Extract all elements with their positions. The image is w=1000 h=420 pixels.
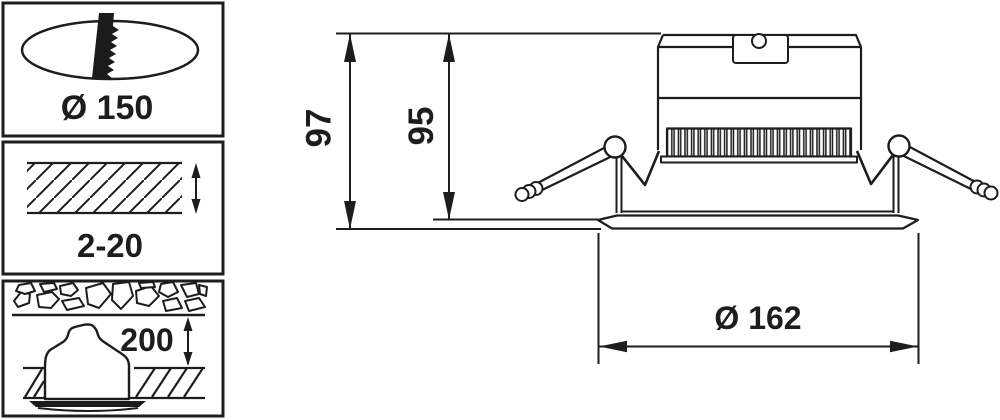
heatsink-base [660, 155, 858, 164]
driver-housing [656, 33, 863, 150]
arrowhead-down [443, 192, 455, 220]
trim-diameter-label: Ø 162 [714, 300, 801, 336]
spring-pivot-left [603, 135, 627, 159]
panel-ceiling-thickness: 2-20 [1, 140, 225, 276]
arrowhead-left [599, 340, 627, 353]
recessed-height-label: 95 [402, 107, 441, 146]
heatsink-fins [665, 127, 853, 158]
spring-arm-right [898, 143, 983, 194]
stone [198, 284, 208, 297]
spring-coil-right [969, 179, 999, 201]
stone [111, 281, 134, 310]
stone [184, 297, 206, 312]
can-walls [615, 156, 900, 213]
hatch-border-lines [27, 161, 182, 215]
stone [13, 291, 31, 308]
dimension-recessed-height: 95 [402, 34, 455, 220]
spring-coil-left [514, 181, 544, 202]
stone [39, 282, 58, 293]
arrowhead-right [890, 340, 918, 353]
arrowhead-down [344, 201, 356, 229]
recess-depth-label: 200 [120, 322, 173, 358]
ceiling-thickness-label: 2-20 [77, 227, 143, 264]
extension-lines [597, 233, 920, 364]
arrowhead-up [443, 34, 455, 62]
reference-lines [336, 32, 661, 230]
spring-pivot-right [887, 134, 911, 158]
dimension-overall-height: 97 [300, 34, 356, 229]
stone [138, 281, 156, 289]
ceiling-thickness-hatch-icon [27, 163, 182, 213]
cable-entry-hole [751, 33, 767, 49]
stone [162, 297, 183, 312]
concrete-stones [13, 281, 208, 312]
dimension-trim-diameter: Ø 162 [597, 233, 920, 364]
panel-recess-depth: 200 [1, 279, 225, 418]
stone [61, 297, 85, 311]
stone [59, 282, 79, 297]
cutout-diameter-label: Ø 150 [61, 89, 154, 127]
spring-arm-left [529, 144, 616, 195]
recess-depth-housing-icon [43, 323, 131, 401]
stone [15, 282, 36, 295]
trim-below-ceiling [29, 401, 146, 407]
panel-cutout-diameter: Ø 150 [1, 1, 225, 138]
stone [158, 281, 179, 298]
arrowhead-up [344, 34, 356, 62]
bracket-left [620, 150, 661, 187]
depth-arrow [183, 317, 193, 366]
stone [85, 282, 112, 309]
thickness-range-arrow [191, 163, 201, 214]
hole-saw-cutout-icon [92, 13, 119, 78]
ceiling-hatch-right [135, 367, 204, 398]
stone [36, 291, 60, 309]
trim-lens-line [37, 407, 139, 412]
fixture-cross-section [514, 33, 999, 230]
trim-flange [596, 214, 920, 230]
bracket-right [855, 150, 895, 186]
ceiling-hatch-left [24, 368, 45, 398]
overall-height-label: 97 [300, 109, 339, 148]
